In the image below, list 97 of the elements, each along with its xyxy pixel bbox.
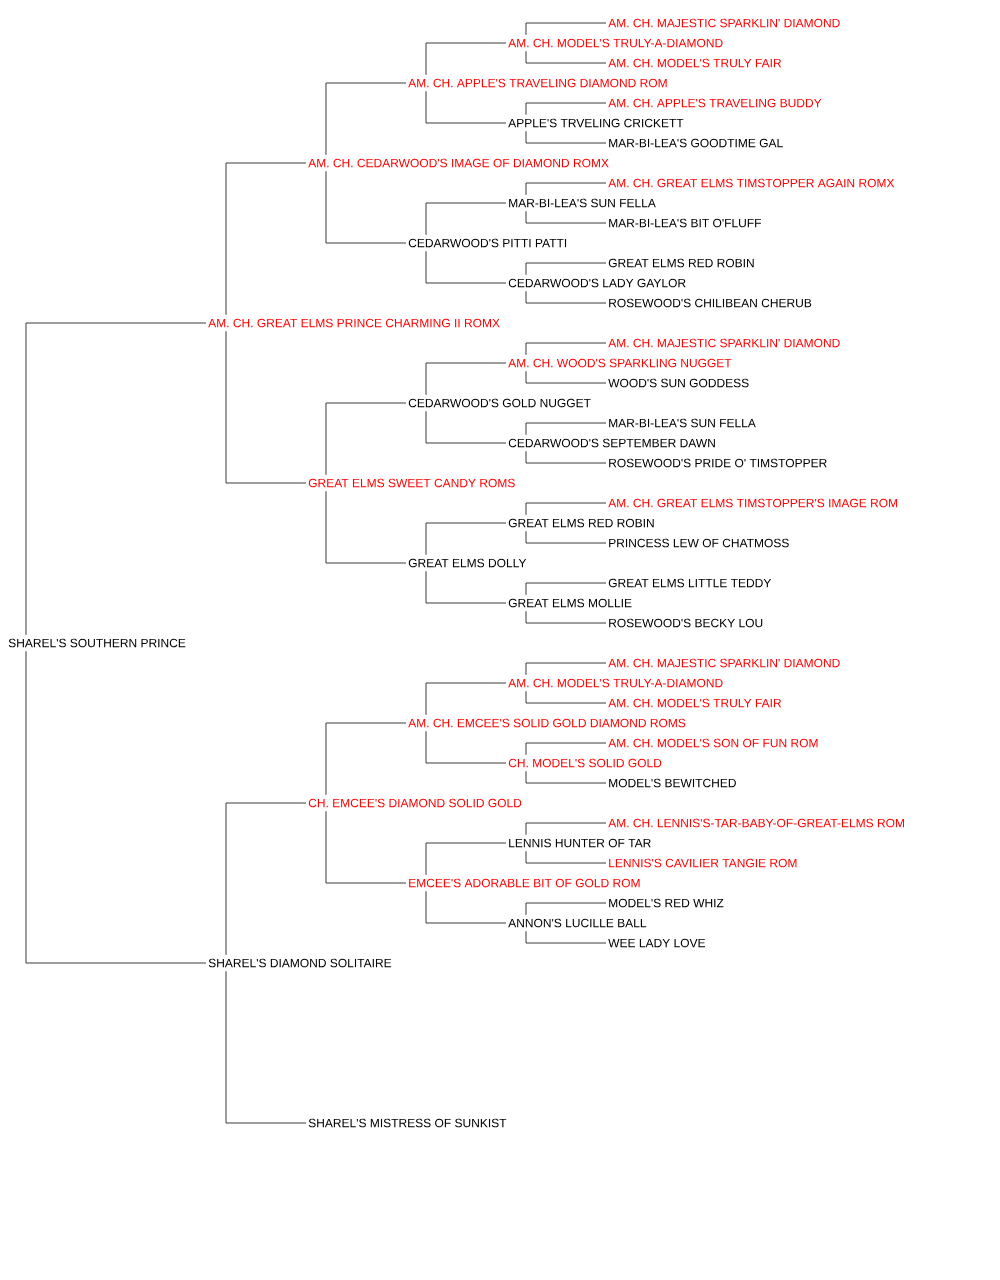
connector-line [525, 850, 607, 864]
connector-line [425, 522, 507, 556]
dog-name: AM. CH. MODEL'S TRULY-A-DIAMOND [508, 38, 723, 48]
connector-line [325, 170, 407, 244]
dog-name: WOOD'S SUN GODDESS [608, 378, 749, 388]
connector-line [525, 210, 607, 224]
dog-name: APPLE'S TRVELING CRICKETT [508, 118, 684, 128]
dog-name: AM. CH. MODEL'S SON OF FUN ROM [608, 738, 818, 748]
dog-name: CH. MODEL'S SOLID GOLD [508, 758, 662, 768]
dog-name: WEE LADY LOVE [608, 938, 706, 948]
connector-line [525, 610, 607, 624]
connector-line [325, 82, 407, 156]
connector-line [425, 90, 507, 124]
connector-line [525, 582, 607, 596]
connector-line [525, 822, 607, 836]
connector-line [525, 662, 607, 676]
connector-line [25, 322, 207, 636]
dog-name: GREAT ELMS MOLLIE [508, 598, 632, 608]
dog-name: CEDARWOOD'S PITTI PATTI [408, 238, 567, 248]
dog-name: AM. CH. EMCEE'S SOLID GOLD DIAMOND ROMS [408, 718, 686, 728]
connector-line [525, 22, 607, 36]
dog-name: MAR-BI-LEA'S GOODTIME GAL [609, 138, 783, 148]
connector-line [525, 342, 607, 356]
connector-line [525, 450, 607, 464]
connector-line [525, 130, 607, 144]
connector-line [525, 102, 607, 116]
dog-name: AM. CH. GREAT ELMS TIMSTOPPER'S IMAGE ROM [608, 498, 898, 508]
connector-line [525, 290, 607, 304]
dog-name: AM. CH. GREAT ELMS TIMSTOPPER AGAIN ROMX [608, 178, 895, 188]
connector-line [425, 250, 507, 284]
dog-name: PRINCESS LEW OF CHATMOSS [609, 538, 789, 548]
connector-line [525, 262, 607, 276]
connector-line [325, 722, 407, 796]
dog-name: EMCEE'S ADORABLE BIT OF GOLD ROM [409, 878, 640, 888]
connector-line [225, 330, 307, 484]
dog-name: CEDARWOOD'S LADY GAYLOR [508, 278, 686, 288]
connector-line [525, 770, 607, 784]
connector-line [425, 202, 507, 236]
connector-line [525, 502, 607, 516]
dog-name: AM. CH. MAJESTIC SPARKLIN' DIAMOND [608, 338, 840, 348]
connector-line [25, 650, 207, 964]
dog-name: GREAT ELMS RED ROBIN [608, 258, 754, 268]
connector-line [425, 682, 507, 716]
dog-name: AM. CH. APPLE'S TRAVELING DIAMOND ROM [408, 78, 667, 88]
dog-name: AM. CH. MODEL'S TRULY FAIR [608, 698, 782, 708]
connector-line [225, 802, 307, 956]
connector-line [225, 162, 307, 316]
dog-name: GREAT ELMS SWEET CANDY ROMS [308, 478, 515, 488]
dog-name: ROSEWOOD'S BECKY LOU [609, 618, 763, 628]
dog-name: SHAREL'S MISTRESS OF SUNKIST [308, 1118, 507, 1128]
dog-name: AM. CH. LENNIS'S-TAR-BABY-OF-GREAT-ELMS ROM [608, 818, 904, 828]
dog-name: ROSEWOOD'S PRIDE O' TIMSTOPPER [609, 458, 827, 468]
connector-line [525, 930, 607, 944]
connector-line [525, 902, 607, 916]
dog-name: ROSEWOOD'S CHILIBEAN CHERUB [609, 298, 812, 308]
connector-line [425, 890, 507, 924]
dog-name: AM. CH. MODEL'S TRULY FAIR [608, 58, 782, 68]
connector-line [425, 730, 507, 764]
connector-line [525, 690, 607, 704]
dog-name: MODEL'S BEWITCHED [609, 778, 736, 788]
dog-name: AM. CH. APPLE'S TRAVELING BUDDY [608, 98, 822, 108]
connector-line [425, 410, 507, 444]
dog-name: MAR-BI-LEA'S SUN FELLA [509, 198, 656, 208]
dog-name: AM. CH. MAJESTIC SPARKLIN' DIAMOND [608, 18, 840, 28]
dog-name: SHAREL'S DIAMOND SOLITAIRE [208, 958, 392, 968]
dog-name: LENNIS'S CAVILIER TANGIE ROM [609, 858, 797, 868]
connector-line [325, 810, 407, 884]
dog-name: AM. CH. GREAT ELMS PRINCE CHARMING II ROMX [208, 318, 500, 328]
dog-name: GREAT ELMS LITTLE TEDDY [608, 578, 772, 588]
dog-name: ANNON'S LUCILLE BALL [508, 918, 647, 928]
dog-name: GREAT ELMS RED ROBIN [508, 518, 654, 528]
connector-line [525, 50, 607, 64]
dog-name: AM. CH. CEDARWOOD'S IMAGE OF DIAMOND ROMX [308, 158, 609, 168]
connector-line [525, 182, 607, 196]
connector-line [425, 362, 507, 396]
dog-name: LENNIS HUNTER OF TAR [509, 838, 651, 848]
connector-line [325, 402, 407, 476]
dog-name: SHAREL'S SOUTHERN PRINCE [8, 638, 186, 648]
connector-line [425, 570, 507, 604]
dog-name: MAR-BI-LEA'S BIT O'FLUFF [609, 218, 761, 228]
dog-name: AM. CH. MODEL'S TRULY-A-DIAMOND [508, 678, 723, 688]
connector-line [325, 490, 407, 564]
connector-line [525, 370, 607, 384]
dog-name: MODEL'S RED WHIZ [609, 898, 724, 908]
dog-name: MAR-BI-LEA'S SUN FELLA [609, 418, 756, 428]
dog-name: CH. EMCEE'S DIAMOND SOLID GOLD [308, 798, 522, 808]
connector-line [525, 422, 607, 436]
connector-line [525, 530, 607, 544]
connector-line [525, 742, 607, 756]
dog-name: CEDARWOOD'S GOLD NUGGET [408, 398, 591, 408]
dog-name: CEDARWOOD'S SEPTEMBER DAWN [508, 438, 715, 448]
connector-line [425, 842, 507, 876]
connector-line [225, 970, 307, 1124]
dog-name: AM. CH. MAJESTIC SPARKLIN' DIAMOND [608, 658, 840, 668]
dog-name: AM. CH. WOOD'S SPARKLING NUGGET [508, 358, 732, 368]
connector-line [425, 42, 507, 76]
dog-name: GREAT ELMS DOLLY [408, 558, 527, 568]
